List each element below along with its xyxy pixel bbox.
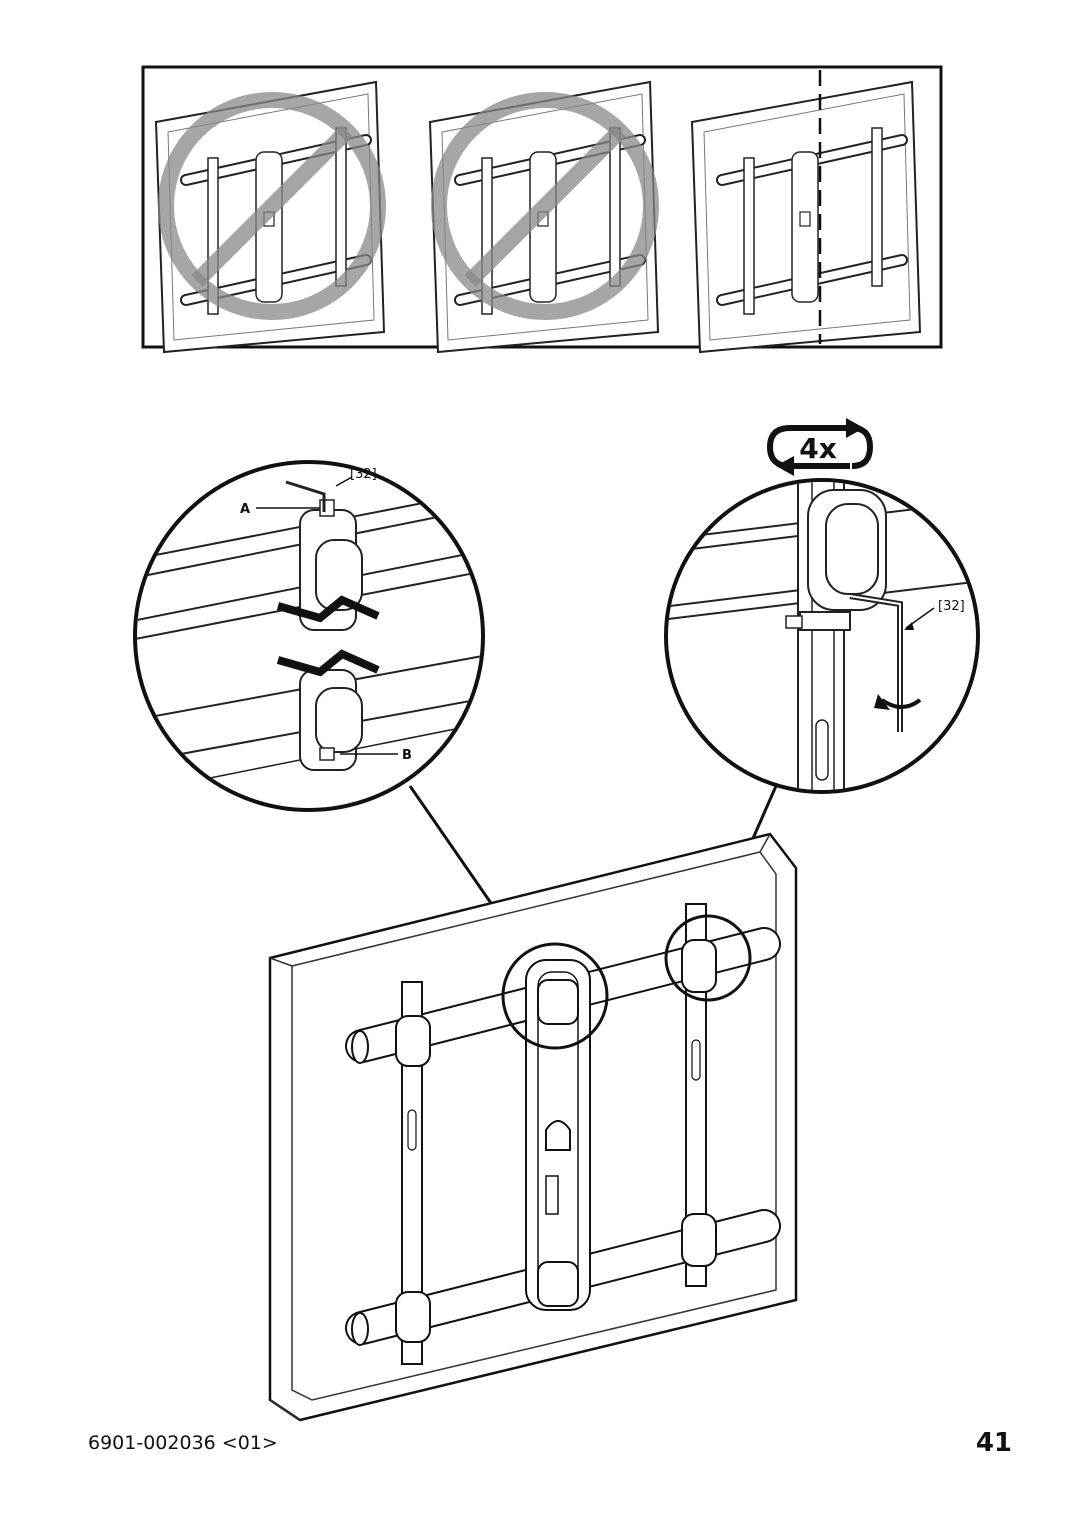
detail-circle-left: [32] A B xyxy=(133,460,485,812)
tool-callout: [32] xyxy=(350,467,377,482)
main-wall-mount xyxy=(268,832,798,1422)
repeat-count: 4x xyxy=(799,432,837,465)
prohibited-icon xyxy=(431,92,659,320)
document-code: 6901-002036 <01> xyxy=(88,1432,278,1454)
tool-callout: [32] xyxy=(938,599,965,614)
correct-placement-right xyxy=(692,82,920,352)
zoom-marker-left xyxy=(501,942,609,1050)
detail-circle-right: [32] xyxy=(664,478,980,794)
prohibited-icon xyxy=(158,92,386,320)
repeat-4x-icon: 4x xyxy=(766,418,874,476)
page-number: 41 xyxy=(975,1428,1012,1458)
label-b: B xyxy=(402,748,412,763)
zoom-marker-right xyxy=(664,914,752,1002)
label-a: A xyxy=(240,502,250,517)
